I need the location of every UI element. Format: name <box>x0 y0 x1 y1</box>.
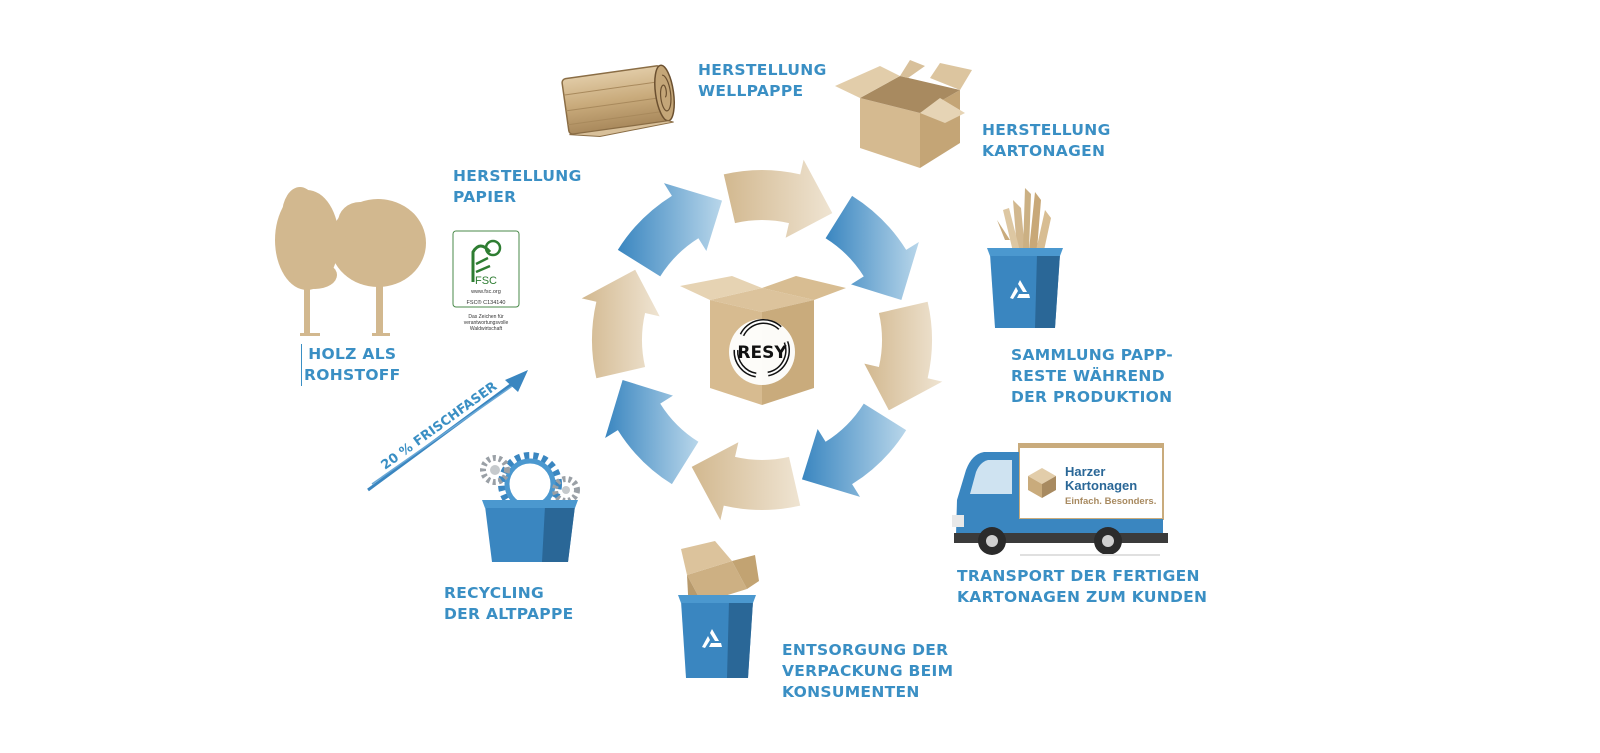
fsc-logo-name: FSC <box>475 275 497 287</box>
step-label-line: KARTONAGEN ZUM KUNDEN <box>957 588 1208 606</box>
fsc-claim-line: Waldwirtschaft <box>470 326 503 332</box>
waste-bin-with-scraps-icon <box>987 188 1063 328</box>
fsc-logo: FSC www.fsc.org FSC® C134140 Das Zeichen… <box>452 230 520 332</box>
trees-icon <box>275 187 426 336</box>
step-label-line: HOLZ ALS <box>308 345 397 363</box>
cycle-arrow-blue <box>825 195 919 301</box>
truck-brand-line: Kartonagen <box>1065 478 1137 493</box>
fsc-url: www.fsc.org <box>470 289 501 295</box>
truck-brand-line: Harzer <box>1065 464 1105 479</box>
step-label-line: TRANSPORT DER FERTIGEN <box>957 567 1200 585</box>
step-label-sammlung: SAMMLUNG PAPP- RESTE WÄHREND DER PRODUKT… <box>1011 345 1173 408</box>
recycling-gears-bin-icon <box>480 452 580 562</box>
step-label-holz: HOLZ ALS ROHSTOFF <box>301 344 401 386</box>
step-label-kartonagen: HERSTELLUNG KARTONAGEN <box>982 120 1111 162</box>
step-label-line: DER PRODUKTION <box>1011 388 1173 406</box>
small-gear-icon <box>480 455 580 504</box>
cycle-arrow-tan <box>691 442 801 521</box>
cycle-arrow-blue <box>605 379 699 485</box>
cycle-arrow-tan <box>581 269 660 379</box>
delivery-truck-icon: Harzer Kartonagen Einfach. Besonders. <box>952 443 1168 556</box>
step-label-line: ENTSORGUNG DER <box>782 641 949 659</box>
step-label-recycling: RECYCLING DER ALTPAPPE <box>444 583 574 625</box>
step-label-line: HERSTELLUNG <box>982 121 1111 139</box>
step-label-transport: TRANSPORT DER FERTIGEN KARTONAGEN ZUM KU… <box>957 566 1207 608</box>
step-label-line: HERSTELLUNG <box>698 61 827 79</box>
step-label-line: PAPIER <box>453 188 517 206</box>
corrugated-roll-icon <box>561 64 675 137</box>
cycle-arrow-tan <box>864 301 943 411</box>
step-label-entsorgung: ENTSORGUNG DER VERPACKUNG BEIM KONSUMENT… <box>782 640 953 703</box>
fsc-claim-line: Das Zeichen für <box>468 314 504 320</box>
center-box-icon: RESY <box>680 276 846 405</box>
fsc-claim-line: verantwortungsvolle <box>464 320 509 326</box>
harzer-logo-icon <box>1028 468 1056 498</box>
step-label-line: HERSTELLUNG <box>453 167 582 185</box>
waste-bin-with-box-icon <box>678 541 759 678</box>
frischfaser-label: 20 % FRISCHFASER <box>379 379 501 473</box>
step-label-line: KONSUMENTEN <box>782 683 920 701</box>
step-label-line: RESTE WÄHREND <box>1011 367 1165 385</box>
step-label-line: SAMMLUNG PAPP- <box>1011 346 1174 364</box>
cycle-arrow-blue <box>801 403 907 497</box>
fsc-code: FSC® C134140 <box>467 299 506 306</box>
step-label-line: ROHSTOFF <box>304 366 401 384</box>
resy-logo-text: RESY <box>737 343 787 363</box>
step-label-line: RECYCLING <box>444 584 544 602</box>
step-label-papier: HERSTELLUNG PAPIER <box>453 166 582 208</box>
step-label-line: DER ALTPAPPE <box>444 605 574 623</box>
truck-slogan: Einfach. Besonders. <box>1065 496 1156 507</box>
step-label-line: WELLPAPPE <box>698 82 804 100</box>
step-label-line: KARTONAGEN <box>982 142 1106 160</box>
cycle-arrow-tan <box>723 159 833 238</box>
step-label-wellpappe: HERSTELLUNG WELLPAPPE <box>698 60 827 102</box>
open-box-icon <box>835 60 972 168</box>
cycle-arrow-blue <box>617 183 723 277</box>
resy-logo: RESY <box>729 319 795 385</box>
step-label-line: VERPACKUNG BEIM <box>782 662 954 680</box>
